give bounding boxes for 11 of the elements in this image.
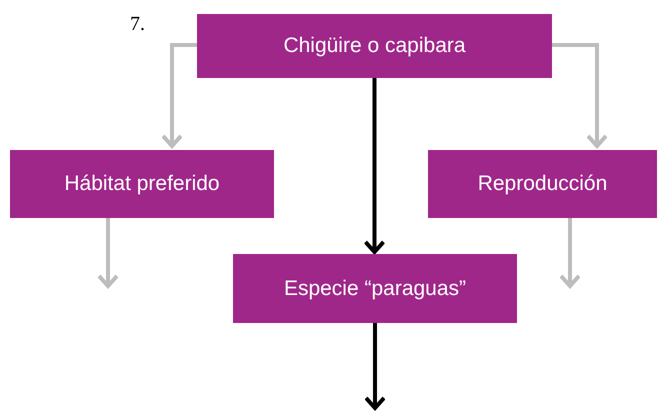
process-box: Especie “paraguas”: [233, 254, 517, 323]
step-number: 7.: [130, 14, 145, 34]
process-box: Reproducción: [428, 150, 657, 218]
arrow: [364, 323, 386, 410]
process-box: Chigüire o capibara: [197, 14, 552, 78]
arrow: [552, 43, 608, 148]
process-box: Hábitat preferido: [10, 150, 274, 218]
arrow: [364, 78, 386, 254]
arrow: [559, 218, 581, 288]
arrow: [97, 218, 119, 288]
arrow: [161, 43, 197, 148]
